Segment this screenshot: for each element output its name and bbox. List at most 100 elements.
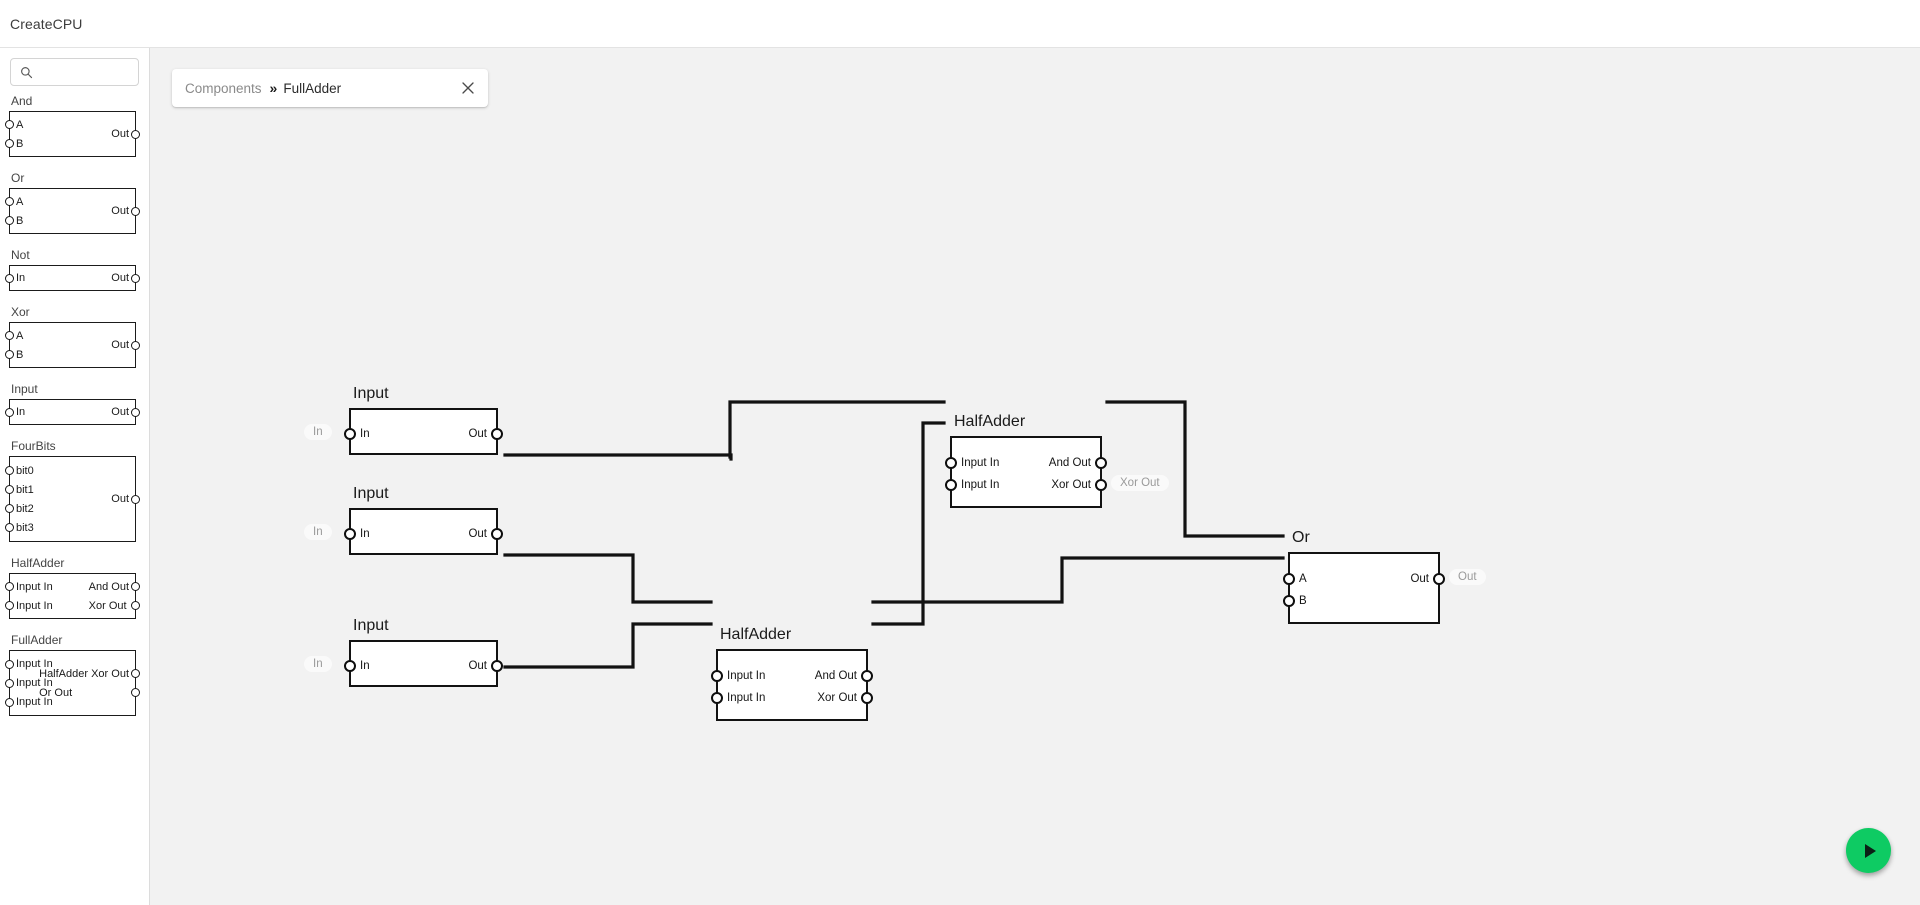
play-icon [1864, 843, 1876, 858]
palette-output-row: Out [111, 403, 140, 422]
node-input-pin[interactable] [344, 527, 356, 540]
node-output-badge: Out [1449, 569, 1486, 585]
input-pin-icon[interactable] [5, 582, 14, 591]
input-pin-icon[interactable] [5, 350, 14, 359]
input-pin-icon[interactable] [5, 139, 14, 148]
run-simulation-button[interactable] [1846, 828, 1891, 873]
palette-pin-row: B [5, 211, 135, 230]
node-input-pin[interactable] [945, 457, 957, 469]
node-output-pin[interactable] [491, 527, 503, 540]
node-input-pin[interactable] [1283, 595, 1295, 607]
node-output-pin[interactable] [1095, 479, 1107, 491]
palette-output-row: Out [111, 202, 140, 221]
input-pin-icon[interactable] [5, 678, 14, 688]
output-pin-label: Out [111, 406, 129, 418]
node-output-pin[interactable] [1433, 573, 1445, 585]
output-pin-icon[interactable] [131, 273, 140, 283]
palette-item-label: HalfAdder [11, 556, 65, 570]
input-pin-icon[interactable] [5, 331, 14, 340]
palette-pin-row: A [5, 326, 135, 345]
palette-pin-row: In [5, 269, 135, 288]
input-pin-icon[interactable] [5, 697, 14, 707]
input-pin-icon[interactable] [5, 216, 14, 225]
input-pin-icon[interactable] [5, 407, 14, 417]
node-input-pin[interactable] [711, 692, 723, 704]
palette-output-stack: Out [111, 266, 140, 290]
node-output-pin[interactable] [491, 659, 503, 672]
output-pin-icon[interactable] [131, 206, 140, 216]
close-icon[interactable] [460, 80, 476, 96]
node-output-pin[interactable] [861, 692, 873, 704]
node-input-label: A [1299, 573, 1307, 585]
node-output-label: And Out [814, 670, 857, 682]
output-pin-icon[interactable] [131, 601, 140, 610]
output-pin-icon[interactable] [131, 582, 140, 591]
output-pin-icon[interactable] [131, 669, 140, 678]
breadcrumb-root[interactable]: Components [185, 80, 262, 96]
node-input-label: In [360, 427, 370, 440]
palette-pin-row: Input In [5, 693, 135, 712]
search-box[interactable] [10, 58, 139, 86]
output-pin-icon[interactable] [131, 407, 140, 417]
input-pin-icon[interactable] [5, 466, 14, 475]
node-input-pin[interactable] [344, 427, 356, 440]
node-output-label: And Out [1048, 457, 1091, 469]
output-pin-icon[interactable] [131, 129, 140, 139]
node-output-pin[interactable] [1095, 457, 1107, 469]
node-input-pin[interactable] [344, 659, 356, 672]
output-pin-label: Out [111, 205, 129, 217]
input-pin-label: A [16, 329, 24, 342]
node-input-label: Input In [727, 670, 766, 682]
node-output-label: Out [468, 427, 487, 440]
search-input[interactable] [33, 65, 138, 79]
output-pin-icon[interactable] [131, 688, 140, 697]
node-output-pin[interactable] [491, 427, 503, 440]
palette-pin-row: A [5, 192, 135, 211]
palette-item-label: Not [11, 248, 30, 262]
input-pin-label: A [16, 118, 24, 131]
node-input-pin[interactable] [1283, 573, 1295, 585]
input-pin-icon[interactable] [5, 197, 14, 206]
breadcrumb-tab[interactable]: Components » FullAdder [172, 69, 488, 107]
input-pin-icon[interactable] [5, 485, 14, 494]
input-pin-icon[interactable] [5, 120, 14, 129]
node-output-pin[interactable] [861, 670, 873, 682]
node-title: Input [353, 385, 389, 402]
output-pin-icon[interactable] [131, 494, 140, 504]
node-input-badge: In [304, 523, 332, 540]
input-pin-icon[interactable] [5, 523, 14, 532]
input-pin-icon[interactable] [5, 273, 14, 283]
node-input-pin[interactable] [945, 479, 957, 491]
input-pin-label: B [16, 214, 24, 227]
output-pin-icon[interactable] [131, 340, 140, 350]
input-pin-icon[interactable] [5, 659, 14, 669]
palette-pin-row: bit3 [5, 518, 135, 537]
input-pin-icon[interactable] [5, 601, 14, 610]
input-pin-icon[interactable] [5, 504, 14, 513]
output-pin-label: HalfAdder Xor Out [39, 667, 129, 680]
node-input-pin[interactable] [711, 670, 723, 682]
